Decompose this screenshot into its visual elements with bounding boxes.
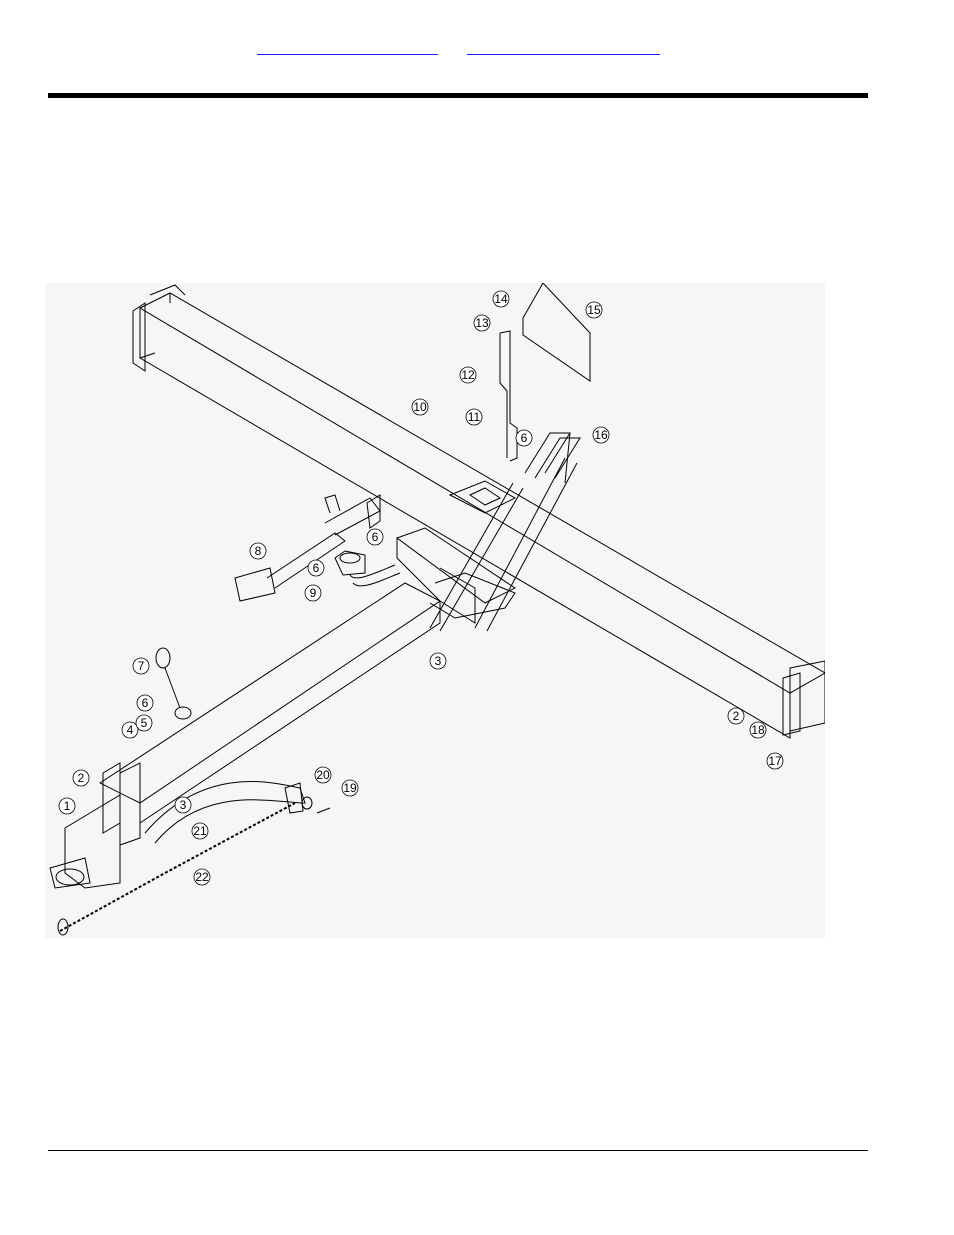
callout-11: 11	[468, 410, 481, 424]
callout-18: 18	[751, 723, 765, 737]
callout-13: 13	[475, 316, 489, 330]
header-link-2[interactable]	[467, 44, 660, 55]
callout-17: 17	[768, 754, 782, 768]
callout-1: 1	[64, 799, 71, 813]
callout-6d: 6	[521, 431, 528, 445]
diagram-drawing: 1 2 2 3 3 4 5 6 6 6 6 7 8 9 10 11 12 13 …	[49, 282, 827, 936]
callout-22: 22	[195, 870, 209, 884]
callout-3a: 3	[180, 798, 187, 812]
callout-7: 7	[138, 659, 145, 673]
callout-5: 5	[141, 716, 148, 730]
callout-20: 20	[316, 768, 330, 782]
callout-14: 14	[494, 292, 508, 306]
callout-15: 15	[587, 303, 601, 317]
parts-diagram: 1 2 2 3 3 4 5 6 6 6 6 7 8 9 10 11 12 13 …	[45, 282, 827, 938]
callout-16: 16	[594, 428, 608, 442]
callout-9: 9	[310, 586, 317, 600]
callout-12: 12	[461, 368, 475, 382]
callout-4: 4	[127, 723, 134, 737]
callout-2b: 2	[733, 709, 740, 723]
callout-2a: 2	[78, 771, 85, 785]
callout-21: 21	[193, 824, 207, 838]
header-rule	[48, 93, 868, 98]
callout-6a: 6	[142, 696, 149, 710]
callout-8: 8	[255, 544, 262, 558]
callout-19: 19	[343, 781, 357, 795]
callout-6c: 6	[372, 530, 379, 544]
header-link-1[interactable]	[257, 44, 438, 55]
footer-rule	[48, 1150, 868, 1151]
callout-10: 10	[413, 400, 427, 414]
callout-3b: 3	[435, 654, 442, 668]
callout-6b: 6	[313, 561, 320, 575]
